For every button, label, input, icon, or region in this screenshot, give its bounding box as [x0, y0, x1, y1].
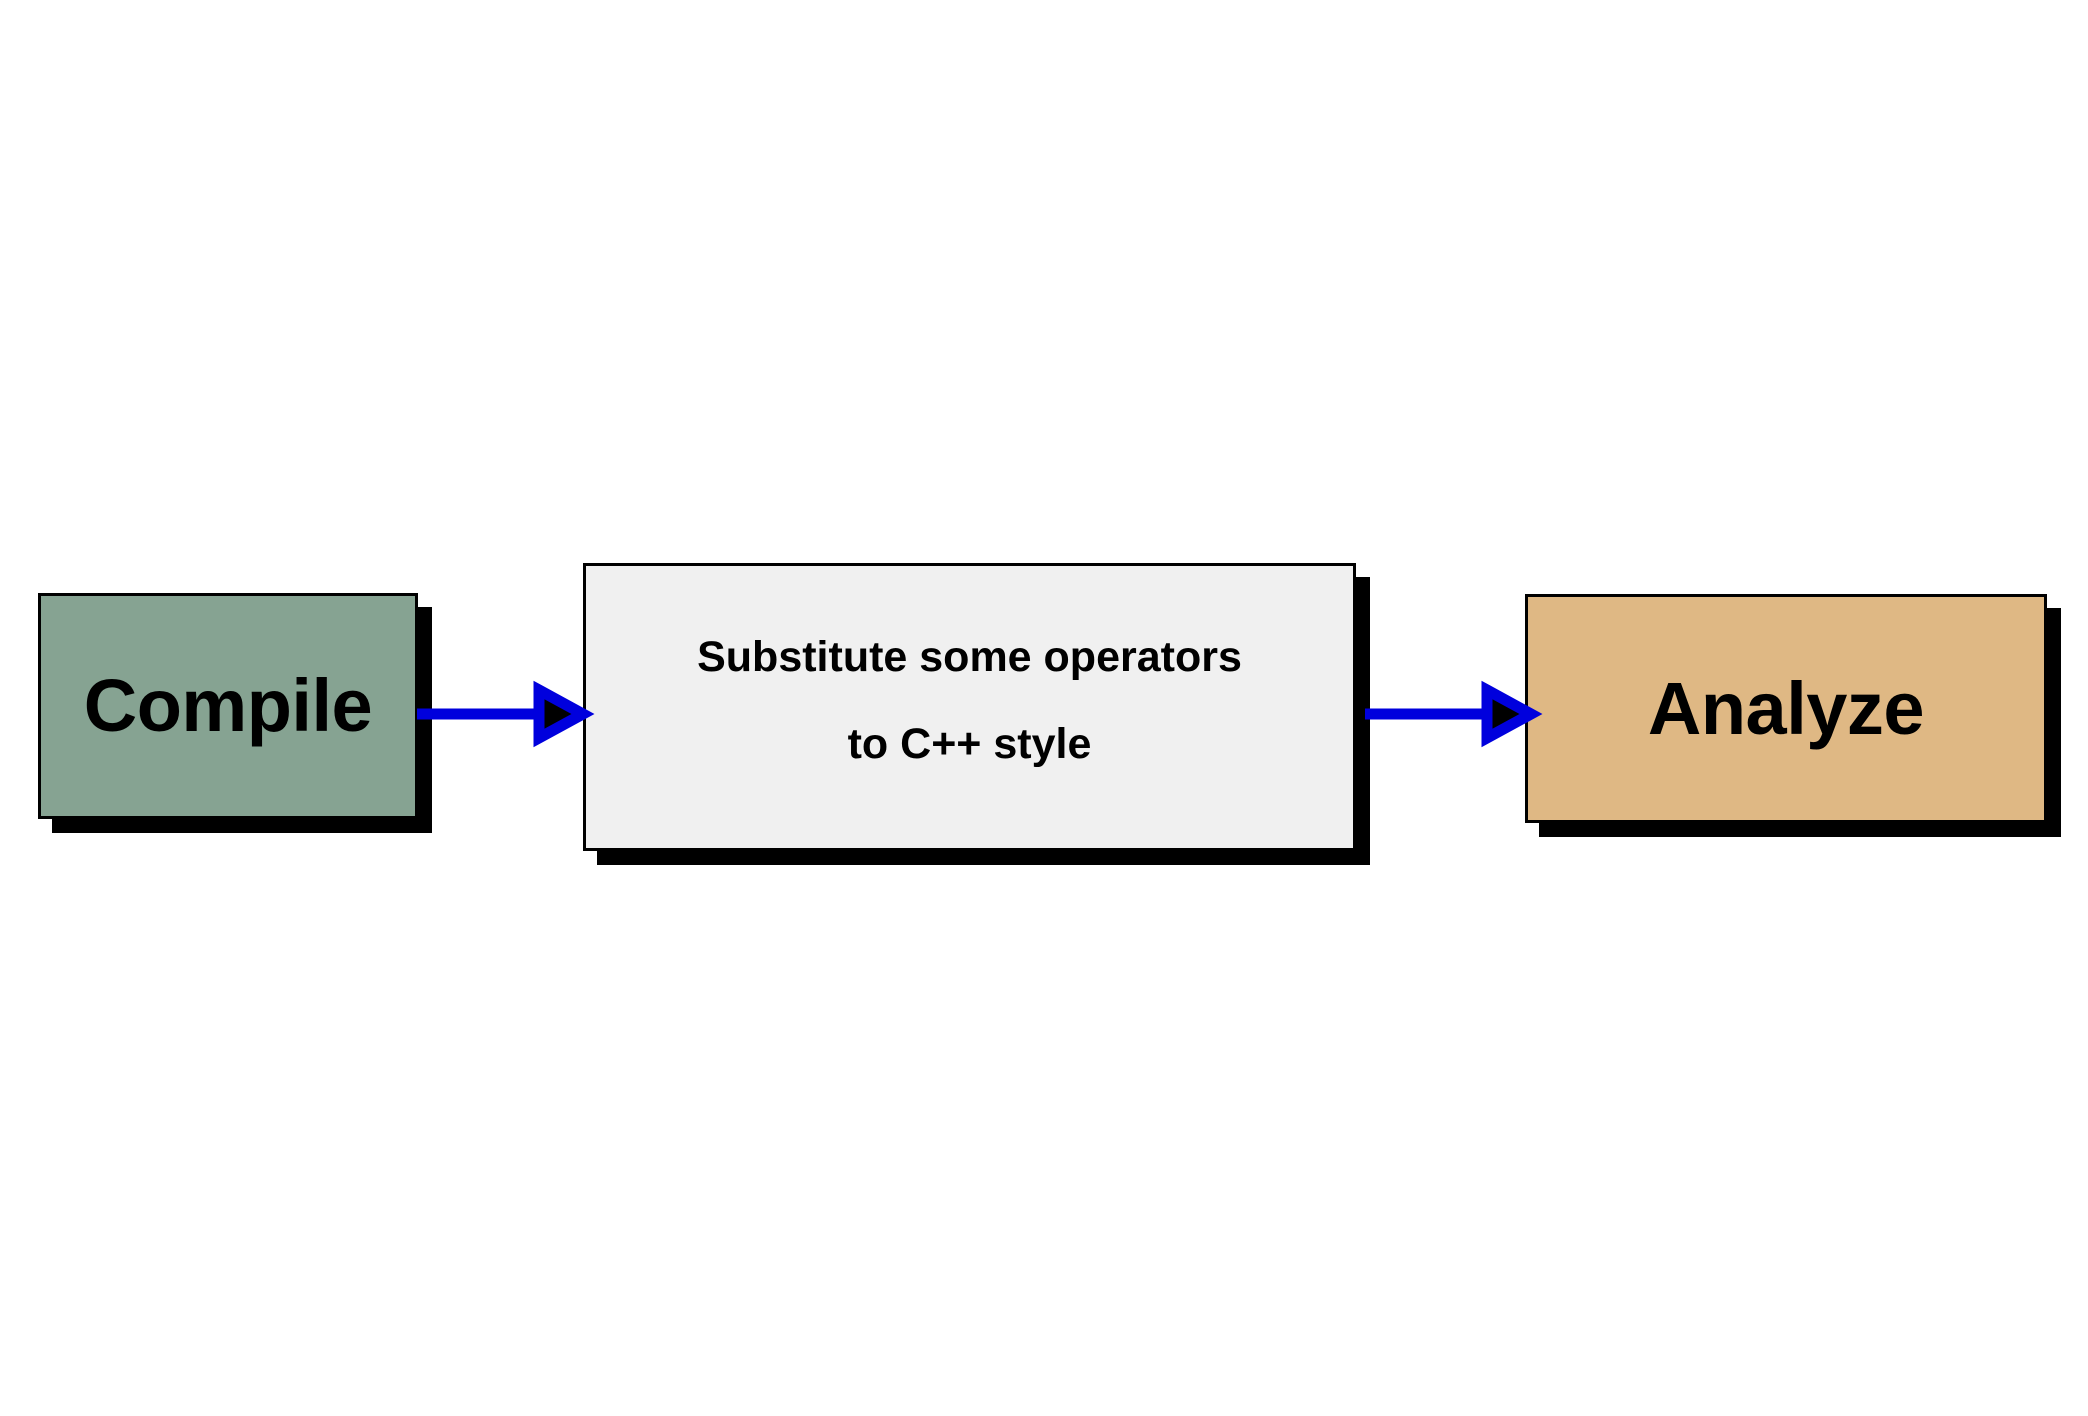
node-substitute-label-line1: Substitute some operators [697, 633, 1242, 682]
arrowhead-icon [533, 680, 595, 748]
node-compile-label: Compile [83, 664, 373, 748]
node-analyze[interactable]: Analyze [1525, 594, 2047, 823]
node-analyze-label: Analyze [1647, 666, 1925, 750]
node-substitute[interactable]: Substitute some operators to C++ style [583, 563, 1356, 851]
node-compile[interactable]: Compile [38, 593, 418, 819]
arrowhead-icon [1481, 680, 1543, 748]
arrow-compile-to-substitute [417, 680, 595, 748]
arrow-substitute-to-analyze [1365, 680, 1543, 748]
node-substitute-label-line2: to C++ style [847, 719, 1092, 768]
